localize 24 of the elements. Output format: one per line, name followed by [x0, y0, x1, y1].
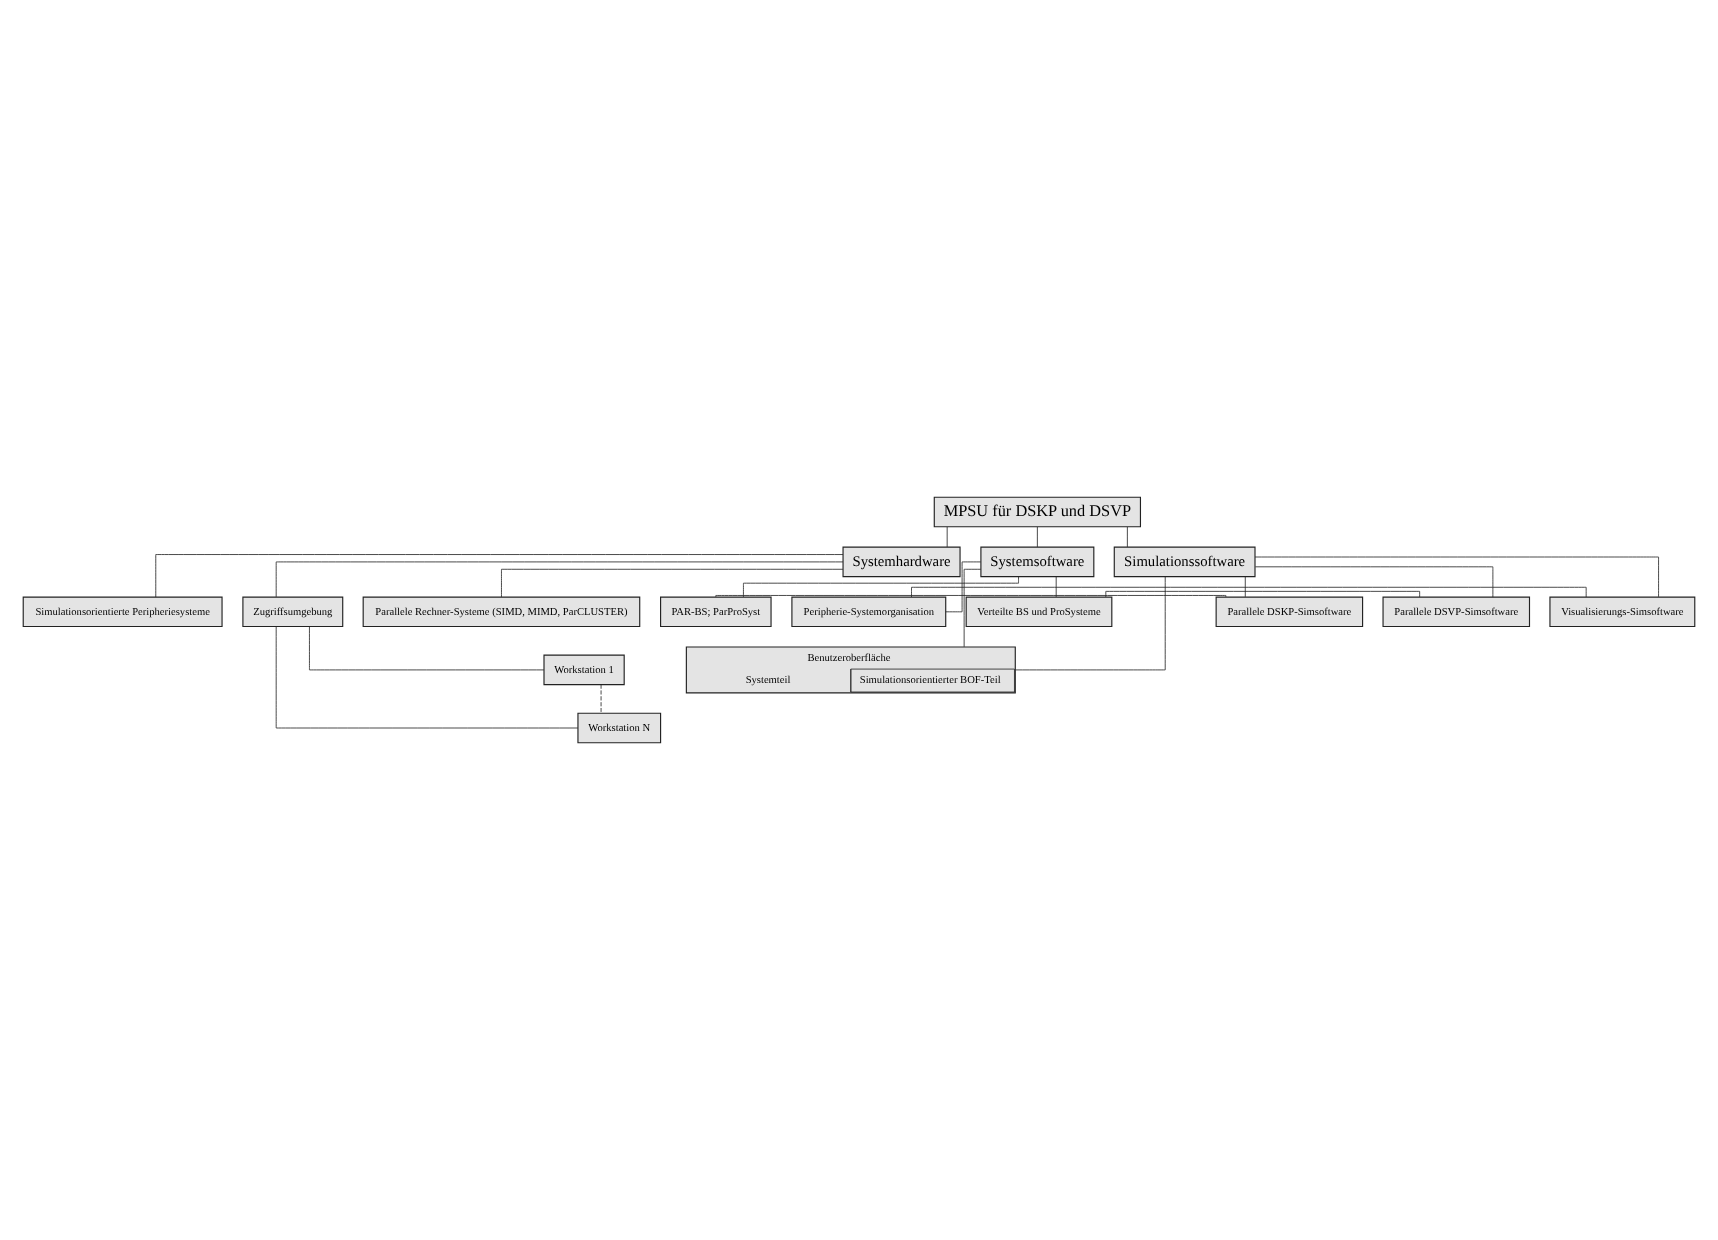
connector: [155, 554, 844, 598]
connector: [1036, 526, 1038, 548]
connector: [1126, 526, 1128, 548]
connector: [715, 595, 1227, 598]
node-box: Simulationssoftware: [1113, 546, 1256, 578]
connector: [275, 626, 579, 729]
connector: [275, 561, 844, 598]
connector: [1014, 576, 1166, 671]
connector: [946, 526, 948, 548]
connector: [743, 576, 1019, 598]
connector: [1254, 566, 1494, 598]
connector: [963, 568, 982, 648]
connector: [1105, 590, 1421, 598]
connector: [1244, 576, 1246, 598]
connector: [911, 586, 1587, 598]
node-box: Systemsoftware: [980, 546, 1095, 578]
connector: [600, 684, 602, 714]
node-box: Systemhardware: [842, 546, 961, 578]
connector: [1055, 576, 1057, 598]
connector: [501, 568, 844, 598]
node-box: MPSU für DSKP und DSVP: [933, 496, 1142, 528]
connector: [945, 561, 982, 613]
connector: [1254, 556, 1659, 598]
connector: [309, 626, 545, 671]
